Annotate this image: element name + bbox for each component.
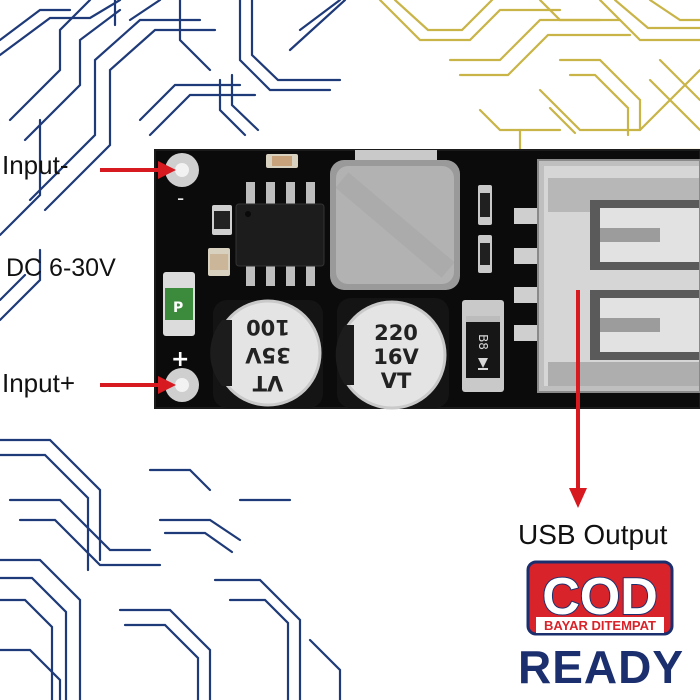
capacitor-2-line-1: 220 — [374, 321, 418, 345]
capacitor-1-line-3: 100 — [246, 315, 290, 339]
capacitor-1-line-1: VT — [252, 371, 283, 395]
capacitor-2-line-3: VT — [381, 369, 412, 393]
input-minus-label: Input- — [2, 150, 69, 180]
fuse-mark: P — [173, 300, 183, 316]
arrow-input-minus — [100, 161, 176, 179]
ready-text: READY — [518, 641, 684, 693]
minus-sign: - — [177, 186, 184, 210]
usb-output-label: USB Output — [518, 519, 668, 550]
plus-sign: + — [171, 347, 189, 372]
diode-mark: B8 — [476, 334, 490, 350]
arrow-usb-output — [569, 290, 587, 508]
arrow-input-plus — [100, 376, 176, 394]
dc-voltage-range-label: DC 6-30V — [6, 254, 116, 282]
bayar-ditempat-text: BAYAR DITEMPAT — [544, 618, 656, 633]
input-plus-label: Input+ — [2, 368, 76, 398]
capacitor-1-line-2: 35V — [245, 343, 291, 367]
capacitor-2-line-2: 16V — [373, 345, 419, 369]
